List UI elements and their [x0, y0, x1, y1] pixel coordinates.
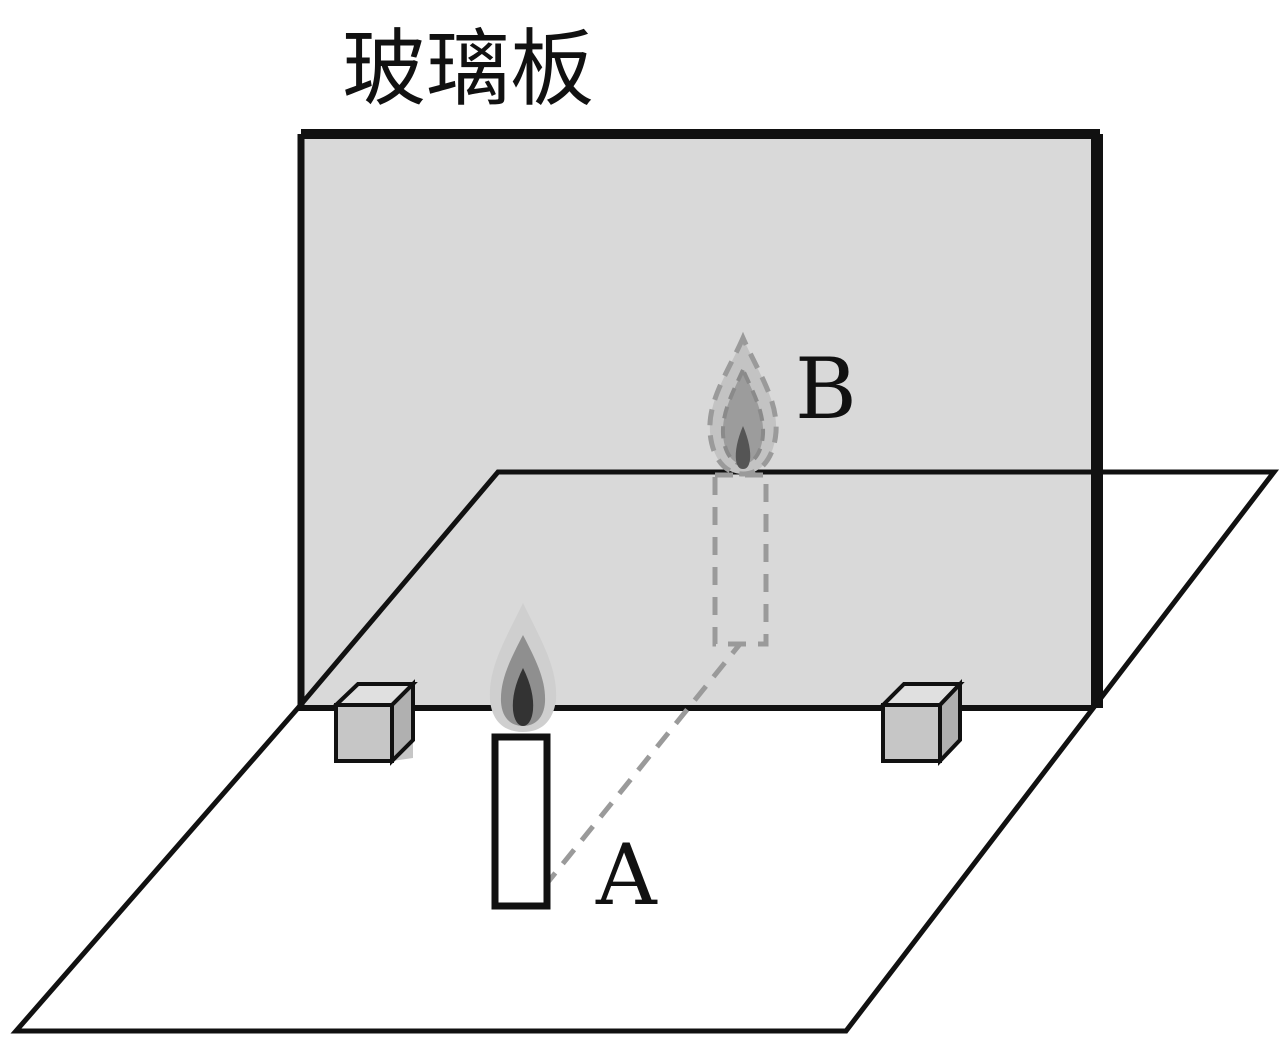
table-surface: [10, 469, 1280, 1034]
candle-b-body: [712, 472, 769, 647]
candle-b-image: [707, 331, 779, 647]
support-block-right: [878, 679, 965, 766]
sight-line: [542, 642, 742, 889]
glass-plate-label: 玻璃板: [342, 20, 594, 118]
glass-plate-pane: [301, 136, 1098, 707]
candle-a-body: [491, 733, 551, 910]
candle-b-label: B: [795, 340, 857, 438]
candle-a: [489, 603, 557, 910]
glass-plate: [297, 129, 1103, 708]
support-block-left: [331, 679, 418, 766]
candle-a-flame: [489, 603, 557, 732]
candle-a-label: A: [595, 826, 658, 924]
